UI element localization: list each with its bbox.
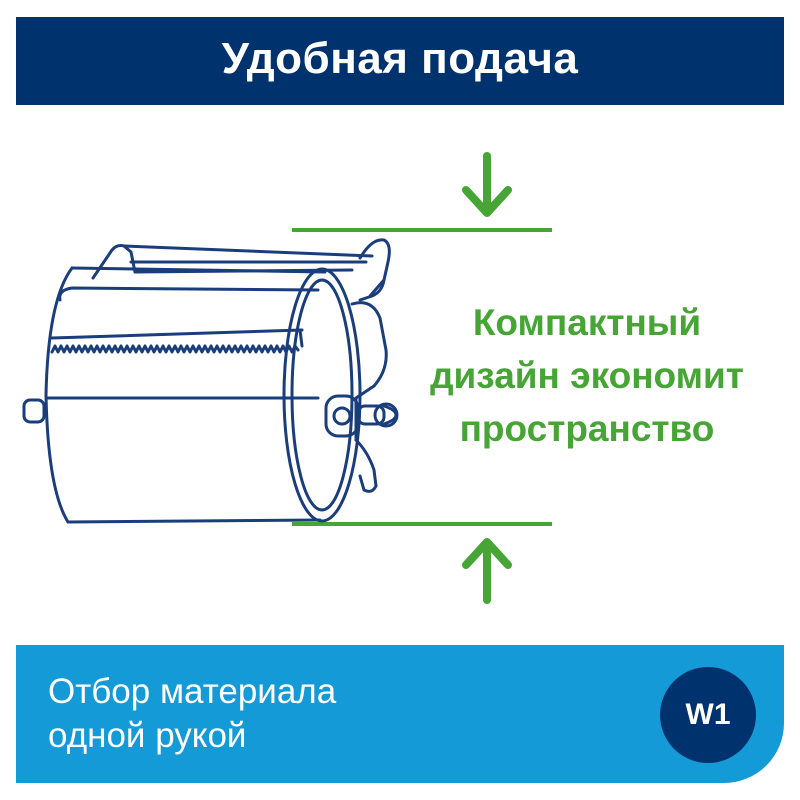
footer-banner: Отбор материала одной рукой bbox=[16, 645, 784, 783]
footer-line-2: одной рукой bbox=[48, 716, 247, 755]
feature-caption: Компактный дизайн экономит пространство bbox=[378, 296, 796, 455]
arrow-up-icon bbox=[462, 538, 512, 604]
feature-line-2: дизайн экономит bbox=[430, 355, 744, 396]
footer-line-1: Отбор материала bbox=[48, 672, 337, 711]
feature-line-3: пространство bbox=[459, 408, 715, 449]
feature-line-1: Компактный bbox=[472, 302, 702, 343]
system-badge: W1 bbox=[660, 667, 756, 763]
badge-label: W1 bbox=[685, 698, 731, 731]
footer-caption: Отбор материала одной рукой bbox=[48, 670, 336, 758]
paper-roll-dispenser-icon bbox=[22, 238, 399, 524]
header-title: Удобная подача bbox=[221, 34, 579, 83]
header-banner: Удобная подача bbox=[16, 17, 784, 105]
arrow-down-icon bbox=[462, 152, 512, 217]
